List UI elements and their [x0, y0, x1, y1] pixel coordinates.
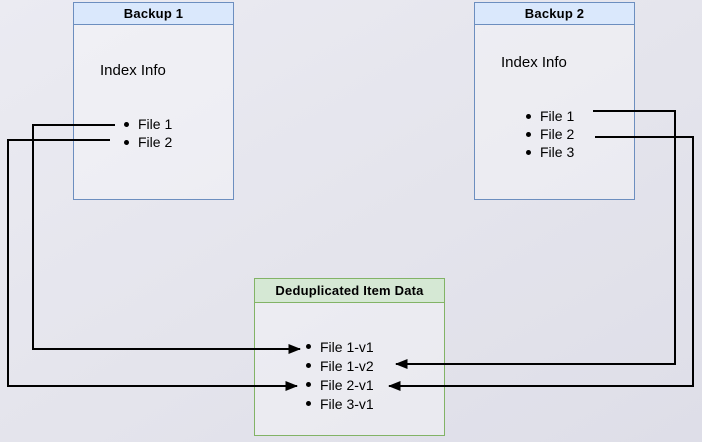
backup1-box: Backup 1 Index Info File 1 File 2 [73, 2, 234, 200]
bullet-icon [306, 382, 311, 387]
file-label: File 3-v1 [320, 395, 374, 412]
list-item: File 1 [526, 107, 574, 125]
backup2-title: Backup 2 [475, 3, 634, 25]
list-item: File 3-v1 [306, 394, 374, 413]
file-label: File 2 [138, 134, 173, 150]
bullet-icon [306, 363, 311, 368]
list-item: File 1-v2 [306, 356, 374, 375]
bullet-icon [526, 149, 531, 155]
backup1-index-info-label: Index Info [100, 62, 166, 79]
file-label: File 2-v1 [320, 376, 374, 393]
bullet-icon [526, 131, 531, 137]
backup1-file-list: File 1 File 2 [124, 115, 172, 151]
list-item: File 2 [526, 125, 574, 143]
file-label: File 1-v1 [320, 338, 374, 355]
backup2-index-info-label: Index Info [501, 54, 567, 71]
list-item: File 2 [124, 133, 172, 151]
backup1-title: Backup 1 [74, 3, 233, 25]
bullet-icon [124, 139, 129, 145]
file-label: File 3 [540, 144, 575, 160]
file-label: File 1 [540, 108, 575, 124]
bullet-icon [306, 401, 311, 406]
dedup-file-list: File 1-v1 File 1-v2 File 2-v1 File 3-v1 [306, 337, 374, 413]
list-item: File 1-v1 [306, 337, 374, 356]
file-label: File 1-v2 [320, 357, 374, 374]
backup2-box: Backup 2 Index Info File 1 File 2 File 3 [474, 2, 635, 200]
deduplicated-item-data-box: Deduplicated Item Data File 1-v1 File 1-… [254, 278, 445, 436]
file-label: File 2 [540, 126, 575, 142]
bullet-icon [526, 113, 531, 119]
bullet-icon [124, 121, 129, 127]
bullet-icon [306, 344, 311, 349]
deduplicated-item-data-title: Deduplicated Item Data [255, 279, 444, 303]
list-item: File 1 [124, 115, 172, 133]
backup2-file-list: File 1 File 2 File 3 [526, 107, 574, 161]
list-item: File 3 [526, 143, 574, 161]
list-item: File 2-v1 [306, 375, 374, 394]
file-label: File 1 [138, 116, 173, 132]
